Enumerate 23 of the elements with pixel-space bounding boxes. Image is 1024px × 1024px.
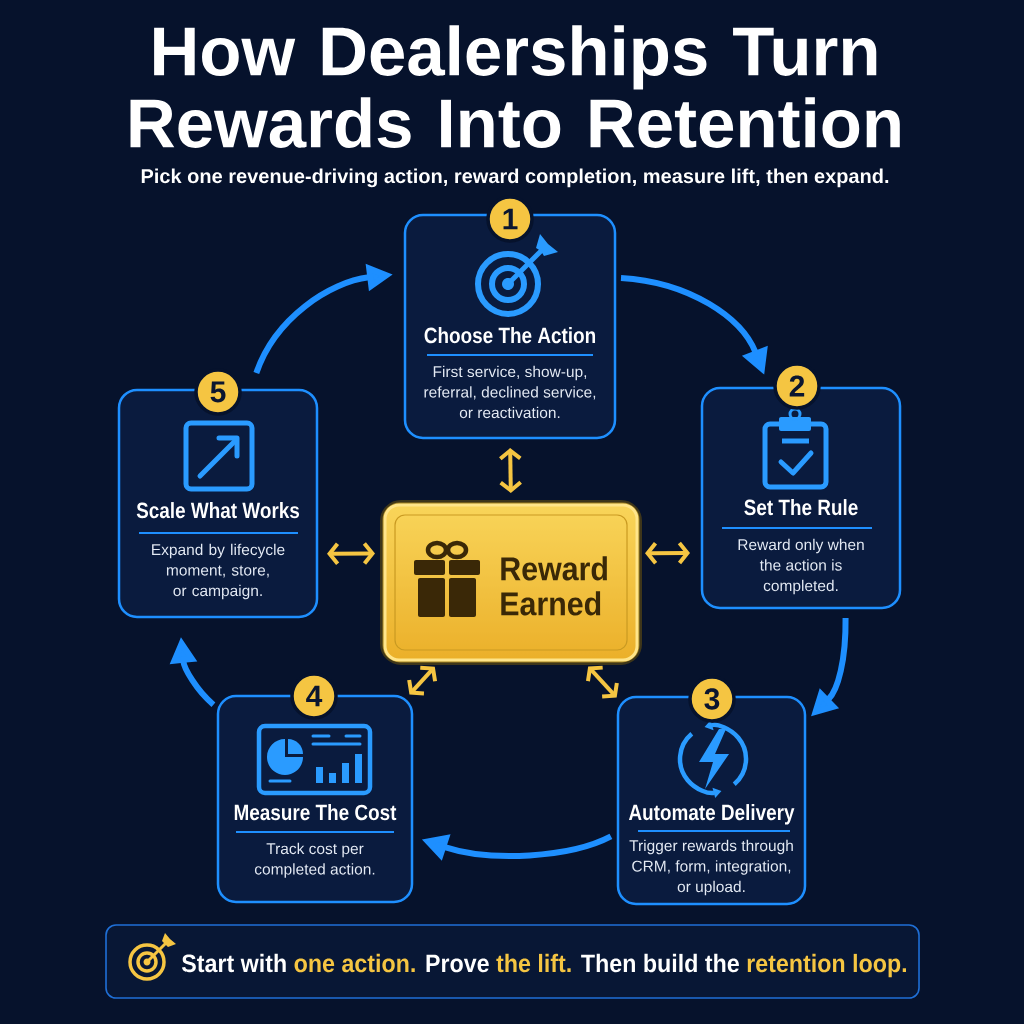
step-title: Automate Delivery — [628, 804, 795, 825]
number-badge: 4 — [290, 672, 338, 720]
double-arrow — [407, 665, 438, 696]
double-arrow — [499, 448, 522, 493]
step-description: Track cost per completed action. — [254, 842, 375, 878]
step-title: Choose The Action — [424, 327, 596, 344]
double-arrow — [645, 541, 690, 565]
step-title: Measure The Cost — [234, 804, 397, 821]
subtitle: Pick one revenue-driving action, reward completion, measure lift, then expand. — [141, 168, 889, 188]
number-badge: 3 — [688, 675, 736, 723]
step-description: Reward only when the action is completed. — [738, 538, 864, 595]
callout-banner — [105, 924, 920, 999]
tagline: Start with one action. Prove the lift. Then build the retention loop. — [181, 953, 906, 978]
step-title: Set The Rule — [744, 499, 858, 516]
double-arrow — [327, 542, 375, 566]
reward-title: Reward Earned — [501, 556, 607, 616]
step-description: Trigger rewards through CRM, form, integration, or upload. — [629, 839, 793, 896]
step-description: First service, show-up, referral, declined service, or reactivation. — [424, 365, 596, 419]
step-description: Expand by lifecycle moment, store, or campaign. — [152, 543, 285, 600]
step-title: Scale What Works — [136, 502, 300, 519]
reward-card — [380, 500, 642, 665]
double-arrow — [586, 665, 619, 699]
title: How Dealerships Turn Rewards Into Retention — [130, 25, 900, 148]
